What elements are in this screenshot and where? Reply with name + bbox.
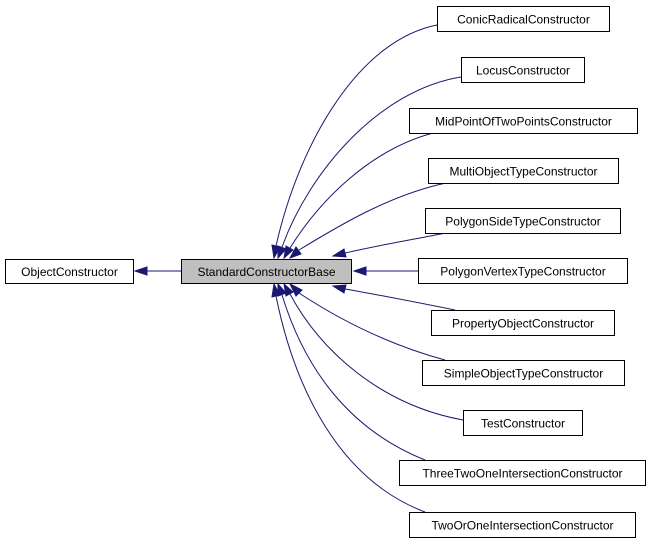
- inheritance-arrowhead-icon: [352, 266, 367, 276]
- edges-layer: [133, 24, 464, 513]
- edge-property-object-constructor-to-standard-constructor-base: [331, 284, 456, 311]
- edge-multi-object-type-constructor-to-standard-constructor-base: [288, 182, 447, 259]
- class-name-label: MidPointOfTwoPointsConstructor: [435, 115, 612, 129]
- class-node-locus-constructor[interactable]: LocusConstructor: [461, 57, 585, 83]
- edge-test-constructor-to-standard-constructor-base: [283, 282, 464, 421]
- class-box: [399, 460, 646, 486]
- class-name-label: PolygonVertexTypeConstructor: [440, 265, 605, 279]
- class-name-label: TestConstructor: [481, 417, 565, 431]
- class-box: [428, 158, 619, 184]
- edge-mid-point-of-two-points-constructor-to-standard-constructor-base: [283, 132, 434, 260]
- inheritance-arrowhead-icon: [277, 282, 287, 297]
- class-name-label: SimpleObjectTypeConstructor: [444, 367, 603, 381]
- edge-locus-constructor-to-standard-constructor-base: [277, 76, 462, 260]
- edge-two-or-one-intersection-constructor-to-standard-constructor-base: [271, 282, 426, 513]
- class-name-label: StandardConstructorBase: [197, 265, 335, 279]
- edge-three-two-one-intersection-constructor-to-standard-constructor-base: [277, 282, 426, 461]
- class-box: [422, 360, 625, 386]
- edge-simple-object-type-constructor-to-standard-constructor-base: [288, 282, 446, 361]
- class-node-two-or-one-intersection-constructor[interactable]: TwoOrOneIntersectionConstructor: [409, 512, 636, 538]
- edge-standard-constructor-base-to-object-constructor: [133, 266, 181, 276]
- class-box: [181, 259, 352, 284]
- edge-line: [298, 182, 447, 251]
- class-box: [431, 310, 615, 336]
- class-name-label: LocusConstructor: [476, 64, 570, 78]
- class-name-label: ThreeTwoOneIntersectionConstructor: [422, 467, 622, 481]
- class-node-polygon-vertex-type-constructor[interactable]: PolygonVertexTypeConstructor: [418, 258, 628, 284]
- edge-line: [289, 293, 464, 421]
- class-name-label: ConicRadicalConstructor: [457, 13, 590, 27]
- class-node-object-constructor[interactable]: ObjectConstructor: [5, 259, 134, 284]
- class-node-three-two-one-intersection-constructor[interactable]: ThreeTwoOneIntersectionConstructor: [399, 460, 646, 486]
- edge-line: [298, 292, 446, 361]
- inheritance-arrowhead-icon: [133, 266, 148, 276]
- inheritance-arrowhead-icon: [277, 245, 287, 260]
- class-name-label: ObjectConstructor: [21, 265, 118, 279]
- class-node-simple-object-type-constructor[interactable]: SimpleObjectTypeConstructor: [422, 360, 625, 386]
- class-box: [409, 512, 636, 538]
- inheritance-arrowhead-icon: [271, 282, 281, 298]
- class-box: [437, 6, 610, 32]
- class-box: [461, 57, 585, 83]
- class-node-test-constructor[interactable]: TestConstructor: [463, 410, 583, 436]
- inheritance-arrowhead-icon: [288, 246, 302, 259]
- edge-line: [281, 76, 462, 248]
- edge-line: [344, 232, 447, 254]
- class-box: [463, 410, 583, 436]
- nodes-layer: ObjectConstructor StandardConstructorBase…: [5, 6, 646, 538]
- class-name-label: PropertyObjectConstructor: [452, 317, 594, 331]
- edge-line: [275, 24, 438, 247]
- edge-line: [281, 294, 426, 461]
- edge-polygon-side-type-constructor-to-standard-constructor-base: [331, 232, 447, 258]
- class-box: [409, 108, 638, 134]
- inheritance-arrowhead-icon: [331, 284, 347, 294]
- class-node-polygon-side-type-constructor[interactable]: PolygonSideTypeConstructor: [425, 208, 621, 234]
- class-name-label: TwoOrOneIntersectionConstructor: [431, 519, 613, 533]
- class-box: [418, 258, 628, 284]
- inheritance-arrowhead-icon: [331, 248, 347, 258]
- edge-conic-radical-constructor-to-standard-constructor-base: [271, 24, 438, 260]
- edge-line: [275, 295, 426, 513]
- class-node-mid-point-of-two-points-constructor[interactable]: MidPointOfTwoPointsConstructor: [409, 108, 638, 134]
- class-name-label: PolygonSideTypeConstructor: [445, 215, 600, 229]
- class-node-standard-constructor-base: StandardConstructorBase: [181, 259, 352, 284]
- edge-line: [344, 288, 456, 311]
- edge-polygon-vertex-type-constructor-to-standard-constructor-base: [352, 266, 418, 276]
- inheritance-arrowhead-icon: [288, 282, 303, 297]
- class-node-multi-object-type-constructor[interactable]: MultiObjectTypeConstructor: [428, 158, 619, 184]
- class-box: [5, 259, 134, 284]
- inheritance-arrowhead-icon: [283, 245, 294, 260]
- class-name-label: MultiObjectTypeConstructor: [449, 165, 597, 179]
- class-node-property-object-constructor[interactable]: PropertyObjectConstructor: [431, 310, 615, 336]
- edge-line: [289, 132, 434, 249]
- class-node-conic-radical-constructor[interactable]: ConicRadicalConstructor: [437, 6, 610, 32]
- class-box: [425, 208, 621, 234]
